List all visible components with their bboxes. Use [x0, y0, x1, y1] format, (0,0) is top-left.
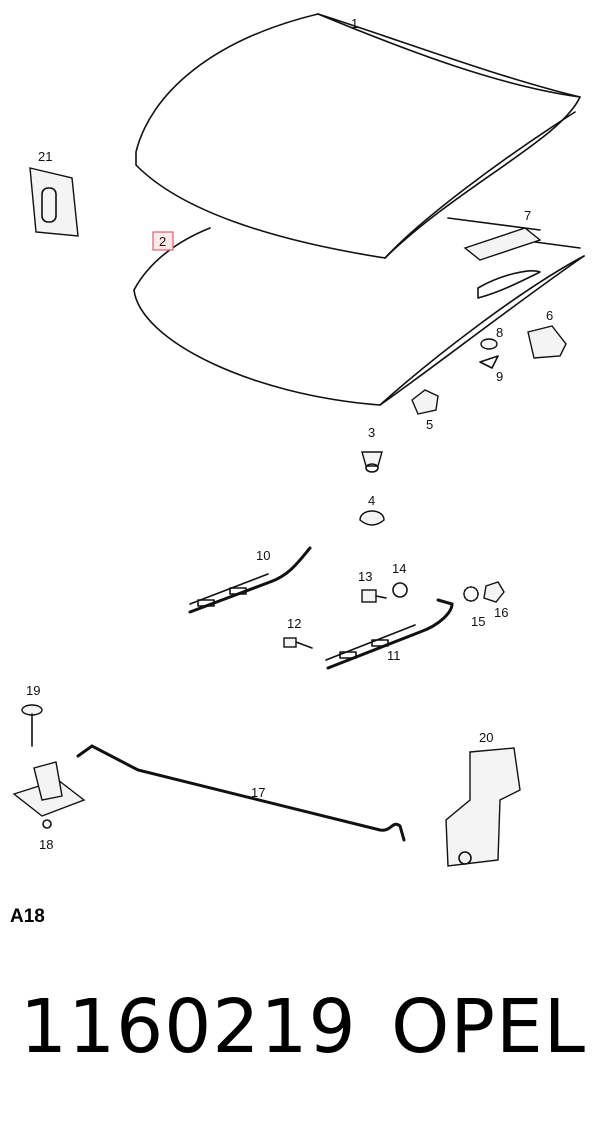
- callout-11: 11: [387, 648, 401, 663]
- callout-13: 13: [358, 569, 372, 584]
- callout-20: 20: [479, 730, 493, 745]
- exploded-parts-diagram: 1 2 3 4 5 6 7 8 9 10 11 12 13 14 15 16 1…: [12, 13, 585, 867]
- brand-name: OPEL: [391, 984, 586, 1070]
- callout-2-highlight-box: [152, 231, 174, 251]
- retainer-clip: [527, 325, 567, 359]
- mounting-bracket: [12, 761, 86, 829]
- callout-6: 6: [546, 308, 553, 323]
- footer: 1160219 OPEL: [20, 990, 586, 1080]
- lock-washer: [463, 586, 479, 602]
- hinge-bolt: [361, 589, 387, 603]
- cap: [359, 510, 385, 526]
- hood-inner-panel: [133, 217, 585, 406]
- callout-21: 21: [38, 149, 52, 164]
- callout-3: 3: [368, 425, 375, 440]
- spring-washer: [392, 582, 408, 598]
- callout-17: 17: [251, 785, 265, 800]
- bumper-stop: [361, 451, 383, 473]
- part-number: 1160219: [20, 984, 357, 1070]
- callout-10: 10: [256, 548, 270, 563]
- self-tapping-screw: [21, 704, 43, 747]
- callout-18: 18: [39, 837, 53, 852]
- callout-15: 15: [471, 614, 485, 629]
- hood-support-rod: [76, 744, 406, 842]
- callout-1: 1: [351, 16, 358, 31]
- nut-and-washer: [479, 338, 499, 369]
- hex-nut: [483, 581, 505, 603]
- callout-7: 7: [524, 208, 531, 223]
- hinge-left: [188, 546, 312, 614]
- safety-catch: [411, 389, 439, 415]
- callout-12: 12: [287, 616, 301, 631]
- lock-bracket: [29, 167, 79, 237]
- callout-8: 8: [496, 325, 503, 340]
- callout-19: 19: [26, 683, 40, 698]
- callout-labels: 1 2 3 4 5 6 7 8 9 10 11 12 13 14 15 16 1…: [26, 16, 553, 852]
- hood-pad: [463, 227, 542, 299]
- hood-outer-panel: [135, 13, 581, 259]
- callout-14: 14: [392, 561, 406, 576]
- bolt: [283, 637, 313, 649]
- callout-4: 4: [368, 493, 375, 508]
- hinge-right: [325, 598, 454, 670]
- section-code: A18: [10, 906, 45, 927]
- callout-2: 2: [159, 234, 166, 249]
- callout-9: 9: [496, 369, 503, 384]
- rod-holder: [445, 747, 521, 867]
- callout-16: 16: [494, 605, 508, 620]
- callout-5: 5: [426, 417, 433, 432]
